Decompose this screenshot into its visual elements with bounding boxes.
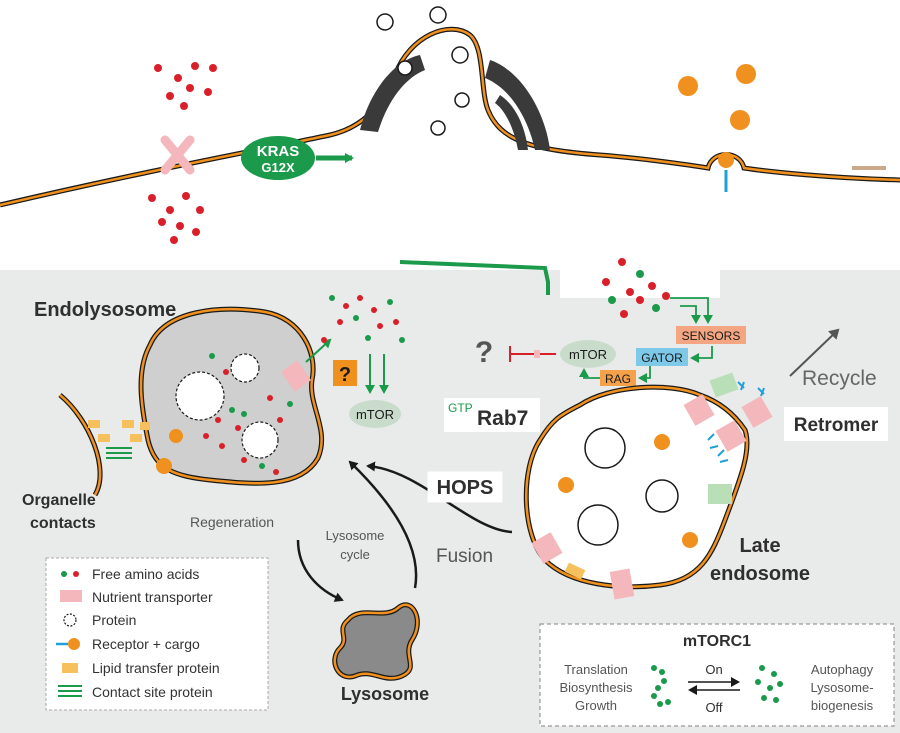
gtp-label: GTP [448,401,473,415]
extracellular-cargo [678,64,756,168]
g12x-label: G12X [261,160,295,175]
contact-site-icon [58,685,82,697]
contact-site-proteins [106,447,132,459]
plasma-membrane [0,26,900,208]
sensors-box [676,326,746,344]
recycle-label: Recycle [802,367,877,390]
extracellular-proteins [376,6,470,136]
lysosome-title: Lysosome [341,684,429,704]
mtorc1-right-1: Autophagy [811,662,874,677]
kras-badge: KRAS G12X [241,136,315,180]
late-endosome-label-1: Late [739,535,780,557]
pathway-question-mark: ? [475,336,493,369]
lysosome-cycle-arrow [348,460,418,589]
mtorc1-box: mTORC1 Translation Biosynthesis Growth O… [539,623,895,727]
late-endosome-transporter-4 [531,532,563,564]
late-endosome-label-2: endosome [710,563,810,585]
mtor-node-b [560,340,616,368]
transporter-icon [60,590,82,602]
legend-label-protein: Protein [92,612,136,628]
legend-label-contact: Contact site protein [92,684,213,700]
kras-label: KRAS [257,143,300,160]
retromer-label: Retromer [794,415,879,436]
fusion-label: Fusion [436,546,493,567]
mtor-node-a [349,400,401,428]
endolysosome-cargo [156,429,183,474]
rab7-label: Rab7 [477,407,528,430]
rag-label: RAG [605,372,631,386]
endolysosome-membrane [138,306,325,486]
retromer-subunit-1 [709,372,739,398]
receptor-icons [707,381,765,463]
grey-tick-mark [852,166,886,170]
late-endosome-transporter-3 [741,396,773,428]
retromer-box [784,407,888,441]
rab7-box [444,398,540,432]
late-endosome-transporter-2 [715,420,747,452]
mtorc1-right-3: biogenesis [811,698,874,713]
legend-label-receptor: Receptor + cargo [92,636,200,652]
mtor-label-b: mTOR [569,347,607,362]
hops-box [427,471,503,503]
retromer-subunit-2 [708,484,732,504]
mtorc1-off-label: Off [705,700,722,715]
inactive-mtorc1-dispersed-icon [755,665,783,703]
legend-label-transporter: Nutrient transporter [92,589,213,605]
recycle-arrow [789,328,840,377]
lysosome-cycle-label-2: cycle [340,547,370,562]
mtorc1-right-2: Lysosome- [810,680,873,695]
rag-box [600,370,636,386]
mtorc1-left-2: Biosynthesis [560,680,633,695]
endolysosome-proteins [175,353,279,459]
gator-label: GATOR [641,351,683,365]
late-endosome-lipid-transfer [564,562,586,580]
gator-box [636,348,688,366]
signal-arrow [399,260,550,295]
mtorc1-title: mTORC1 [683,633,751,650]
late-endosome-transporter-5 [609,568,635,600]
unknown-sensor-mark: ? [339,364,351,386]
organelle-contacts-label-1: Organelle [22,492,96,509]
lipid-transfer-proteins [88,420,150,442]
legend-label-lipid: Lipid transfer protein [92,660,220,676]
endolysosome-transporter [280,360,312,392]
sensors-label: SENSORS [682,329,741,343]
sensing-arrows [579,297,713,383]
late-endosome-cargo [558,434,698,548]
regeneration-label: Regeneration [190,514,274,530]
late-endosome-transporter-1 [683,394,715,426]
receptor-cargo-icon [56,638,80,650]
mtor-label-a: mTOR [356,407,394,422]
late-endosome-proteins [577,427,679,546]
endolysosome-title: Endolysosome [34,299,176,321]
organelle-contacts-label-2: contacts [30,515,96,532]
cytosolic-amino-acids-top [602,258,670,318]
mtorc1-on-label: On [705,662,722,677]
lysosome-cycle-label-1: Lysosome [326,528,385,543]
hops-label: HOPS [437,477,494,499]
legend: Free amino acids Nutrient transporter Pr… [45,557,269,711]
amino-acid-dots-icon [61,571,79,577]
mtorc1-left-3: Growth [575,698,617,713]
efflux-arrow [305,338,332,363]
extracellular-amino-acids [148,62,217,244]
active-mtorc1-chain-icon [651,665,671,707]
released-amino-acids [321,295,405,343]
lipid-transfer-icon [62,663,78,673]
mtorc1-left-1: Translation [564,662,628,677]
legend-label-amino-acids: Free amino acids [92,566,199,582]
endolysosome-amino-acids [203,353,293,475]
blocked-transporter-icon [160,135,195,175]
unknown-sensor-box [333,360,357,386]
regeneration-arrow [296,539,344,602]
protein-circle-icon [63,613,77,627]
